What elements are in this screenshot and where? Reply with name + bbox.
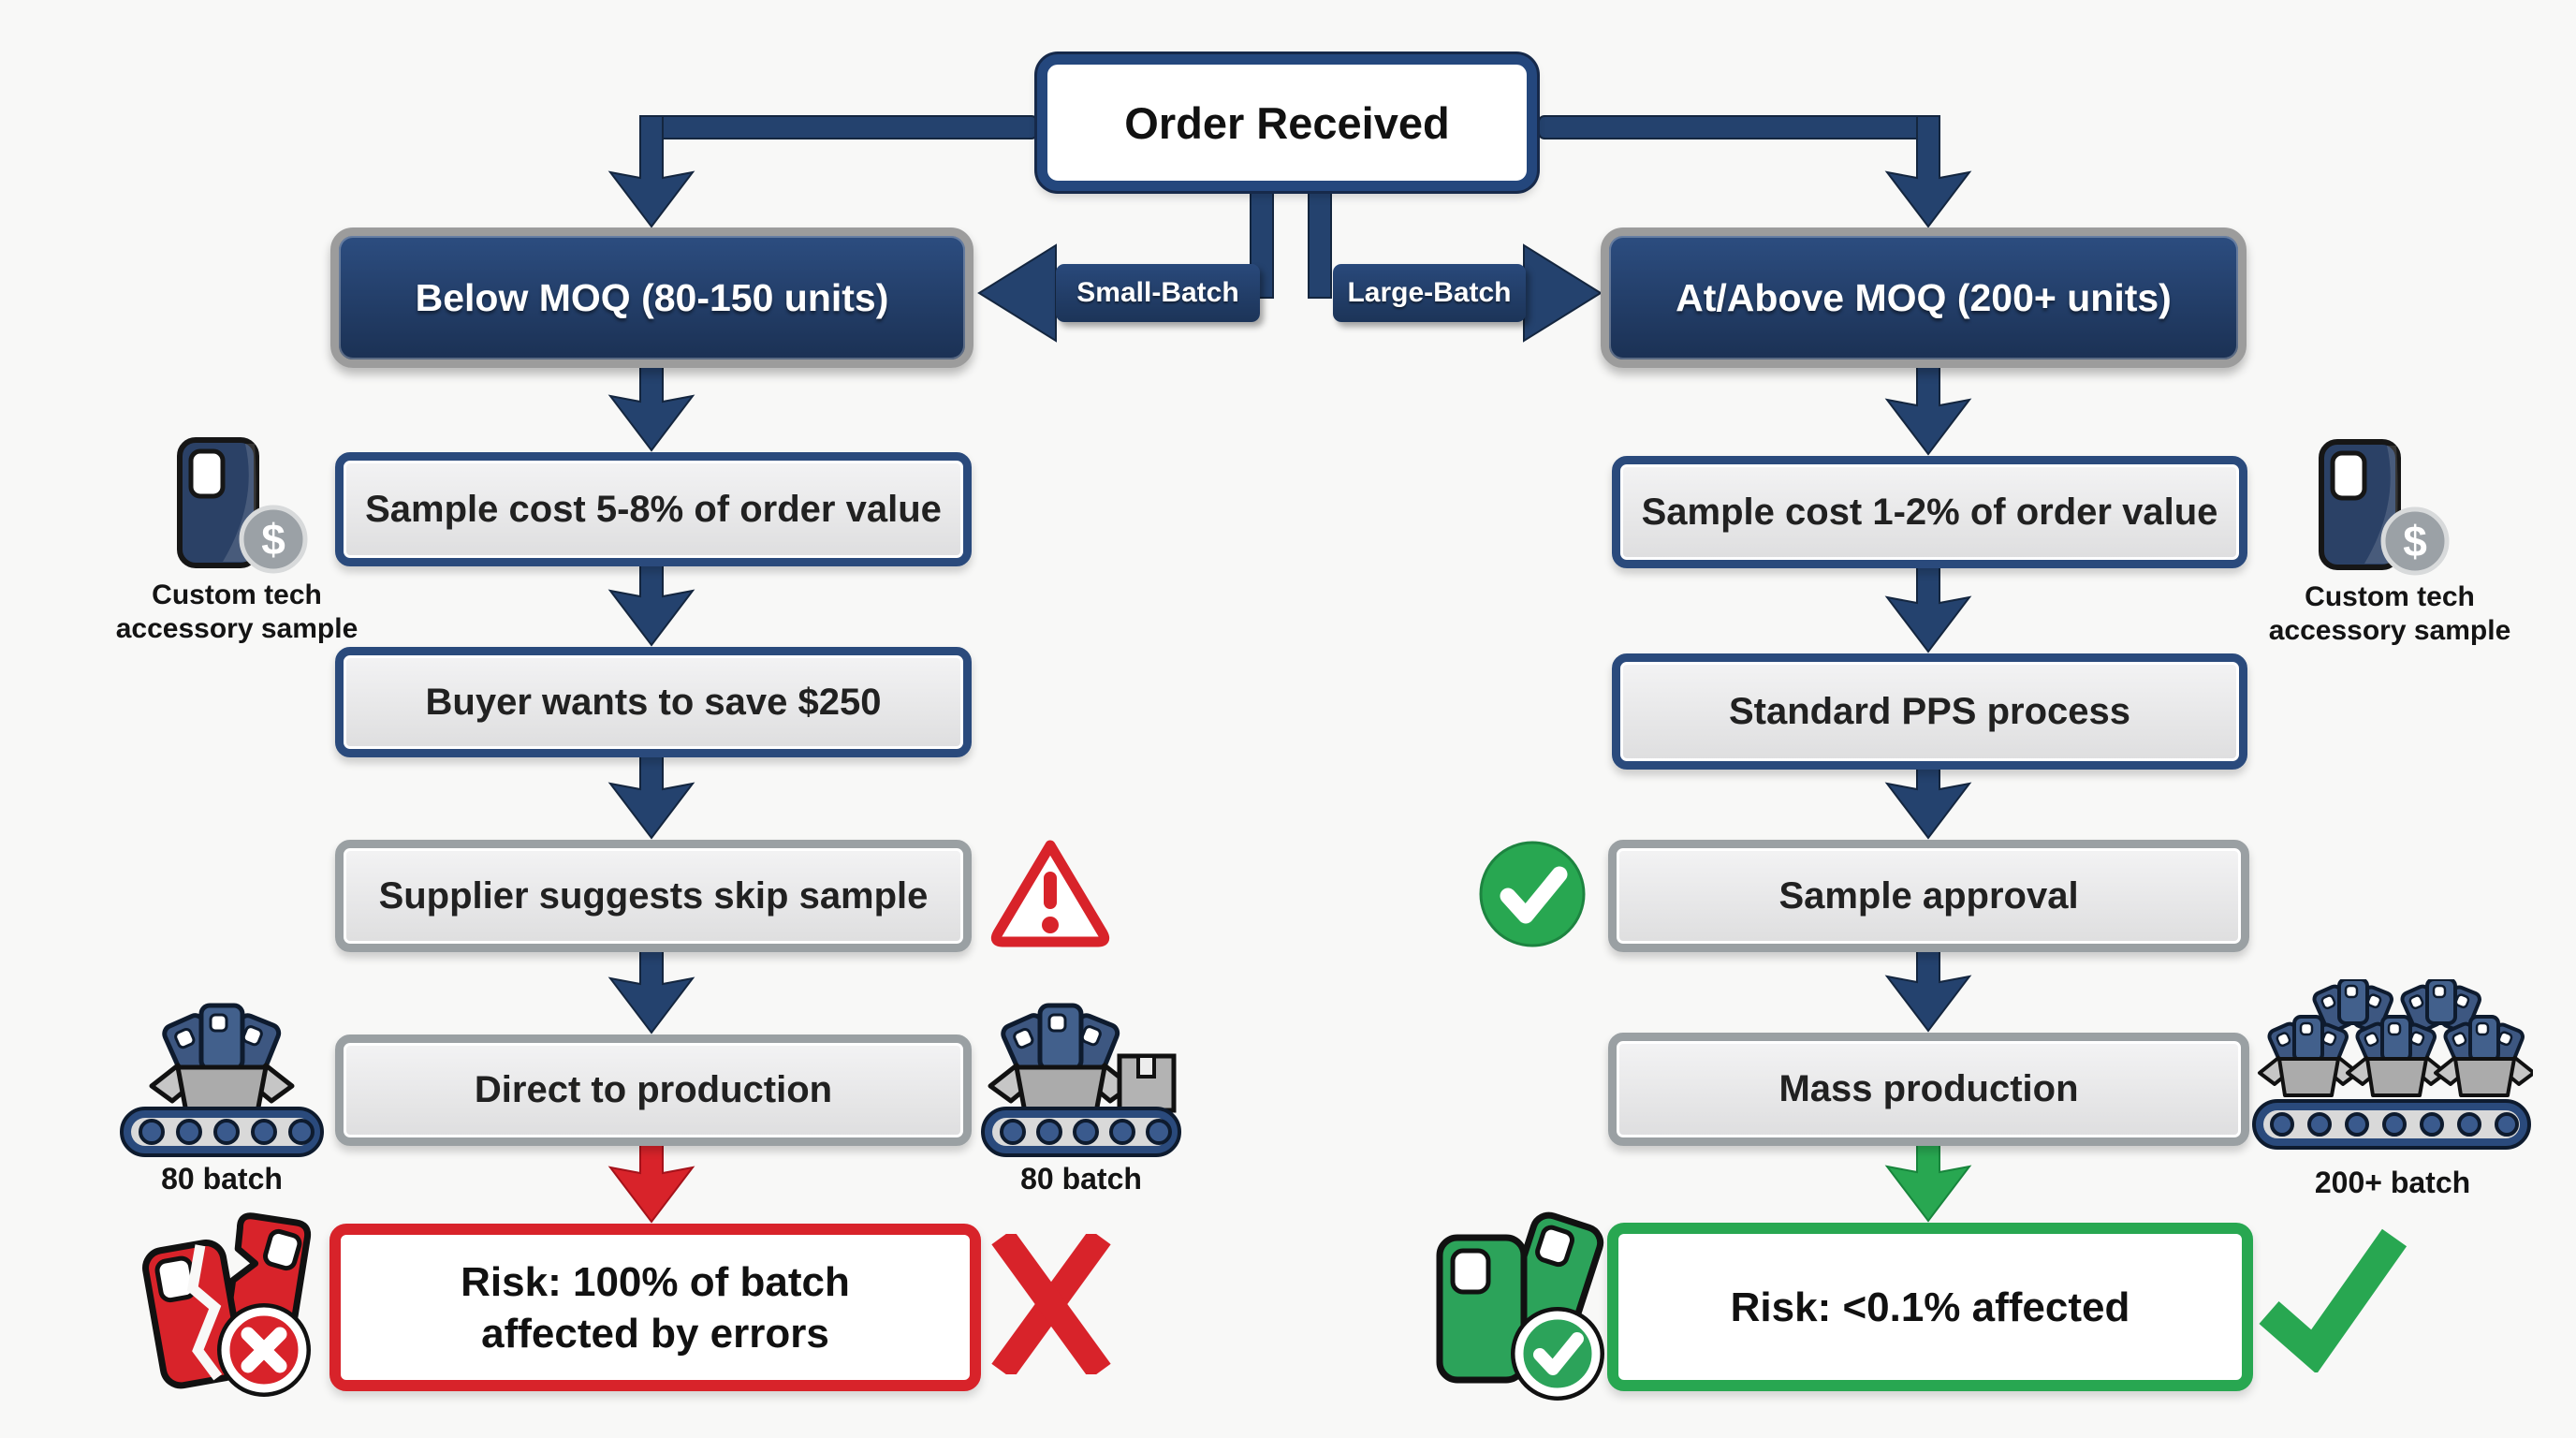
phone-check-icon (1430, 1208, 1610, 1402)
right-sample-caption: Custom tech accessory sample (2263, 580, 2516, 648)
phone-dollar-icon: $ (2310, 438, 2451, 579)
svg-text:$: $ (2403, 517, 2427, 565)
right-step-3-text: Sample approval (1778, 874, 2079, 917)
left-batch-label: 80 batch (120, 1161, 324, 1196)
check-mark-icon (2254, 1215, 2408, 1374)
right-step-sample-approval: Sample approval (1608, 840, 2249, 952)
left-step-4-text: Direct to production (474, 1069, 833, 1110)
right-sample-caption-text: Custom tech accessory sample (2268, 581, 2511, 646)
svg-text:$: $ (261, 515, 285, 564)
conveyor-multi-box-icon (2252, 977, 2536, 1159)
root-node-order-received: Order Received (1037, 54, 1537, 191)
right-step-1-text: Sample cost 1-2% of order value (1641, 491, 2218, 533)
right-risk-node: Risk: <0.1% affected (1607, 1223, 2253, 1391)
left-step-3-text: Supplier suggests skip sample (378, 874, 929, 917)
left-header-label: Below MOQ (80-150 units) (415, 275, 889, 319)
warning-triangle-icon (988, 836, 1112, 954)
small-batch-text: Small-Batch (1076, 277, 1239, 308)
left-batch-label-text: 80 batch (161, 1162, 283, 1196)
left-branch-header: Below MOQ (80-150 units) (330, 227, 973, 368)
right-risk-text: Risk: <0.1% affected (1730, 1284, 2130, 1330)
left-step-buyer-save: Buyer wants to save $250 (335, 647, 972, 757)
left-step-2-text: Buyer wants to save $250 (425, 681, 882, 723)
large-batch-label: Large-Batch (1333, 264, 1526, 322)
right-step-pps-process: Standard PPS process (1612, 653, 2247, 770)
right-batch-label: 200+ batch (2252, 1165, 2533, 1200)
right-batch-label-text: 200+ batch (2314, 1166, 2471, 1199)
conveyor-box-carton-icon (981, 1000, 1181, 1159)
left-sample-caption-text: Custom tech accessory sample (115, 580, 359, 644)
left-sample-caption: Custom tech accessory sample (110, 579, 363, 646)
conveyor-box-icon (120, 1000, 324, 1159)
right-branch-header: At/Above MOQ (200+ units) (1601, 227, 2247, 368)
left-batch-label-right-text: 80 batch (1020, 1162, 1142, 1196)
right-step-2-text: Standard PPS process (1728, 690, 2131, 732)
large-batch-text: Large-Batch (1347, 277, 1512, 308)
left-step-1-text: Sample cost 5-8% of order value (365, 488, 942, 530)
left-risk-node: Risk: 100% of batch affected by errors (329, 1224, 981, 1391)
x-mark-icon (990, 1228, 1112, 1380)
left-risk-text: Risk: 100% of batch affected by errors (461, 1258, 850, 1357)
broken-phone-x-icon (131, 1208, 318, 1400)
right-header-label: At/Above MOQ (200+ units) (1676, 275, 2172, 319)
left-step-skip-sample: Supplier suggests skip sample (335, 840, 972, 952)
left-batch-label-right: 80 batch (981, 1161, 1181, 1196)
check-circle-icon (1477, 839, 1588, 949)
right-step-mass-production: Mass production (1608, 1033, 2249, 1146)
phone-dollar-icon: $ (168, 436, 309, 577)
right-step-sample-cost: Sample cost 1-2% of order value (1612, 456, 2247, 568)
left-step-sample-cost: Sample cost 5-8% of order value (335, 452, 972, 566)
root-title: Order Received (1124, 97, 1450, 148)
right-step-4-text: Mass production (1778, 1068, 2079, 1109)
small-batch-label: Small-Batch (1056, 264, 1260, 322)
left-step-direct-production: Direct to production (335, 1034, 972, 1146)
